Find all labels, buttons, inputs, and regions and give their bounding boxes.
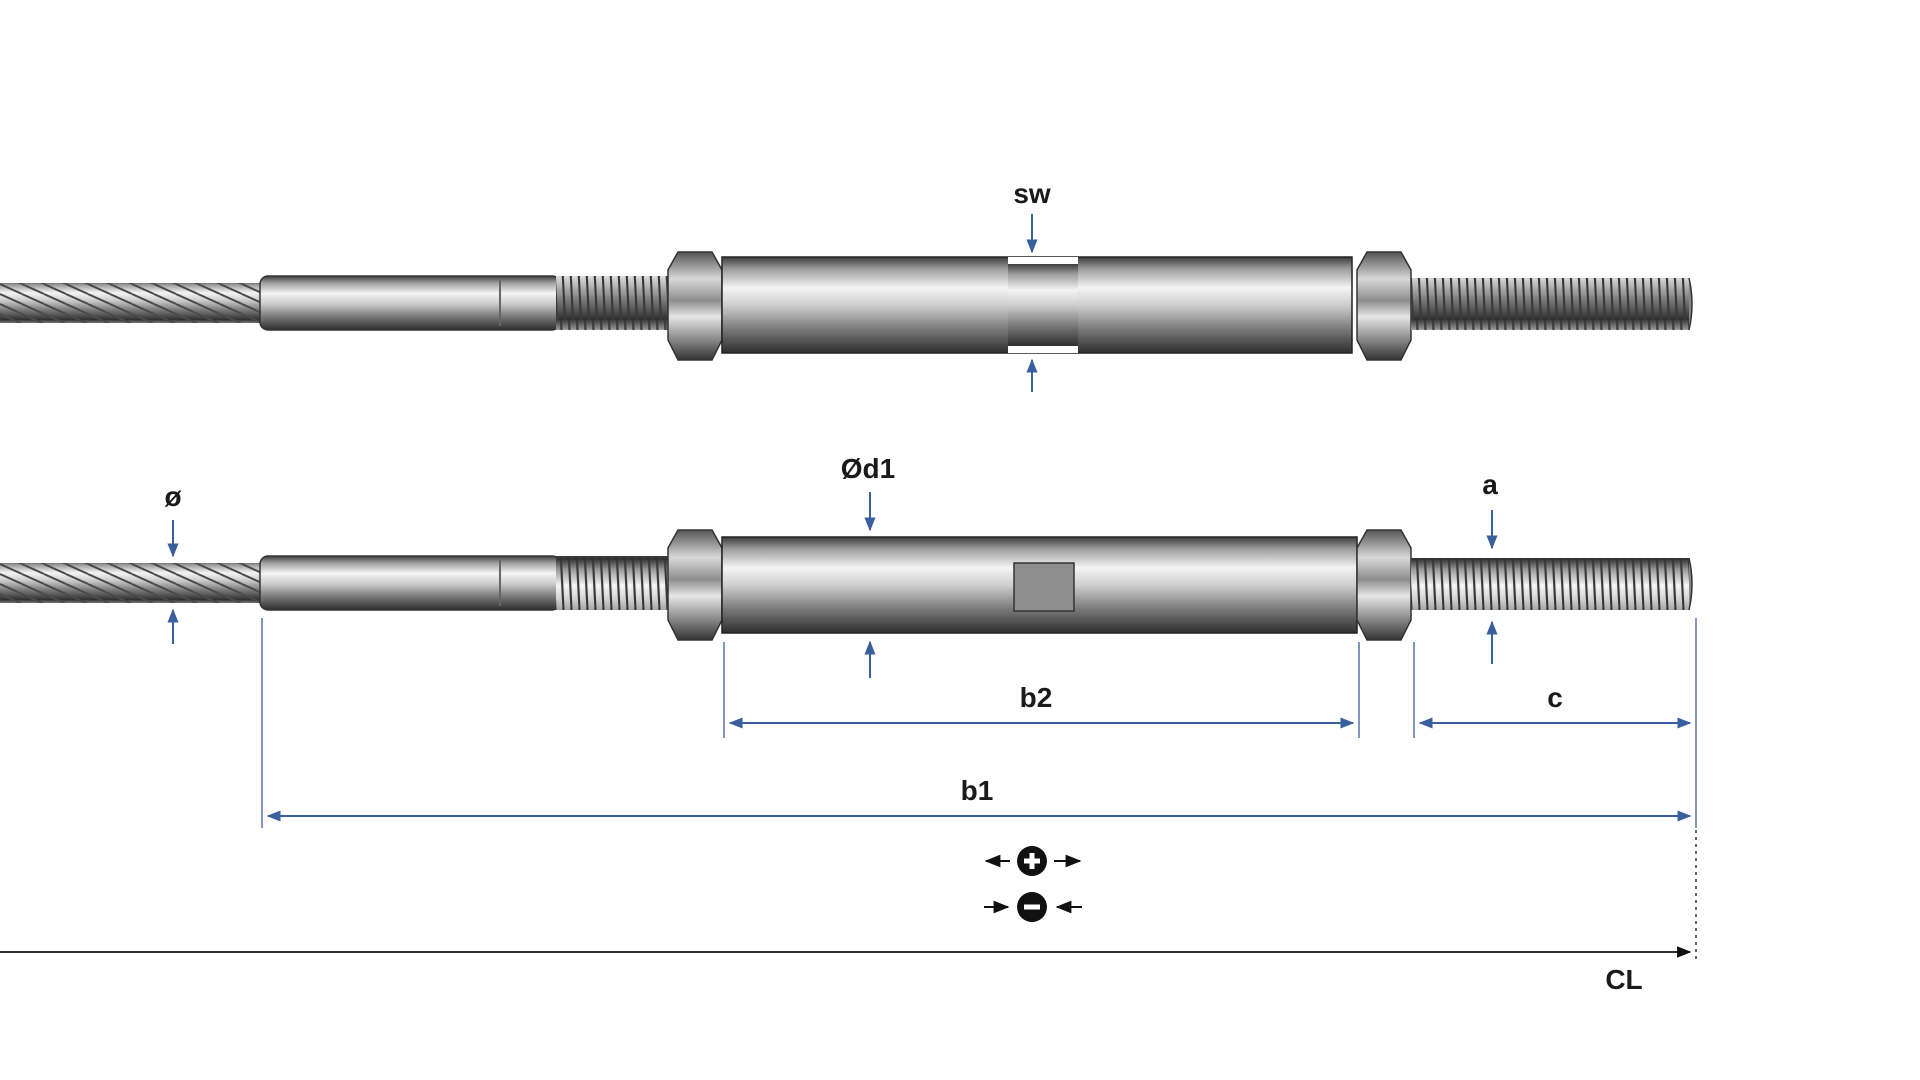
sw-label: sw [1013,178,1051,209]
lock-nut-right [1356,529,1412,641]
swage-sleeve [259,275,561,331]
adjust-retract-symbol [984,892,1082,922]
b1-dimension: b1 [266,775,1692,822]
lock-nut-right [1356,251,1412,361]
lock-nut-left [667,251,723,361]
threaded-stud-right [1411,278,1689,330]
wire-rope [0,563,262,603]
a-dimension: a [1482,469,1498,664]
extension-lines [261,618,1697,960]
cl-label: CL [1605,964,1642,995]
cl-dimension: CL [0,946,1692,995]
threaded-stud-right [1411,558,1689,610]
diameter-label: ø [164,481,181,512]
diameter-dimension: ø [164,481,182,644]
a-label: a [1482,469,1498,500]
lock-nut-left [667,529,723,641]
threaded-stud-left [556,556,676,610]
adjust-extend-symbol [984,846,1082,876]
swage-sleeve [259,555,561,611]
turnbuckle-top [0,251,1693,361]
d1-dimension: Ød1 [841,453,895,678]
turnbuckle-bottom [0,529,1693,641]
b1-label: b1 [961,775,994,806]
wire-rope [0,283,262,323]
b2-label: b2 [1020,682,1053,713]
b2-dimension: b2 [728,682,1355,729]
c-label: c [1547,682,1563,713]
d1-label: Ød1 [841,453,895,484]
sw-dimension: sw [1013,178,1051,392]
threaded-stud-left [556,276,676,330]
c-dimension: c [1418,682,1692,729]
inspection-window [1013,562,1075,612]
